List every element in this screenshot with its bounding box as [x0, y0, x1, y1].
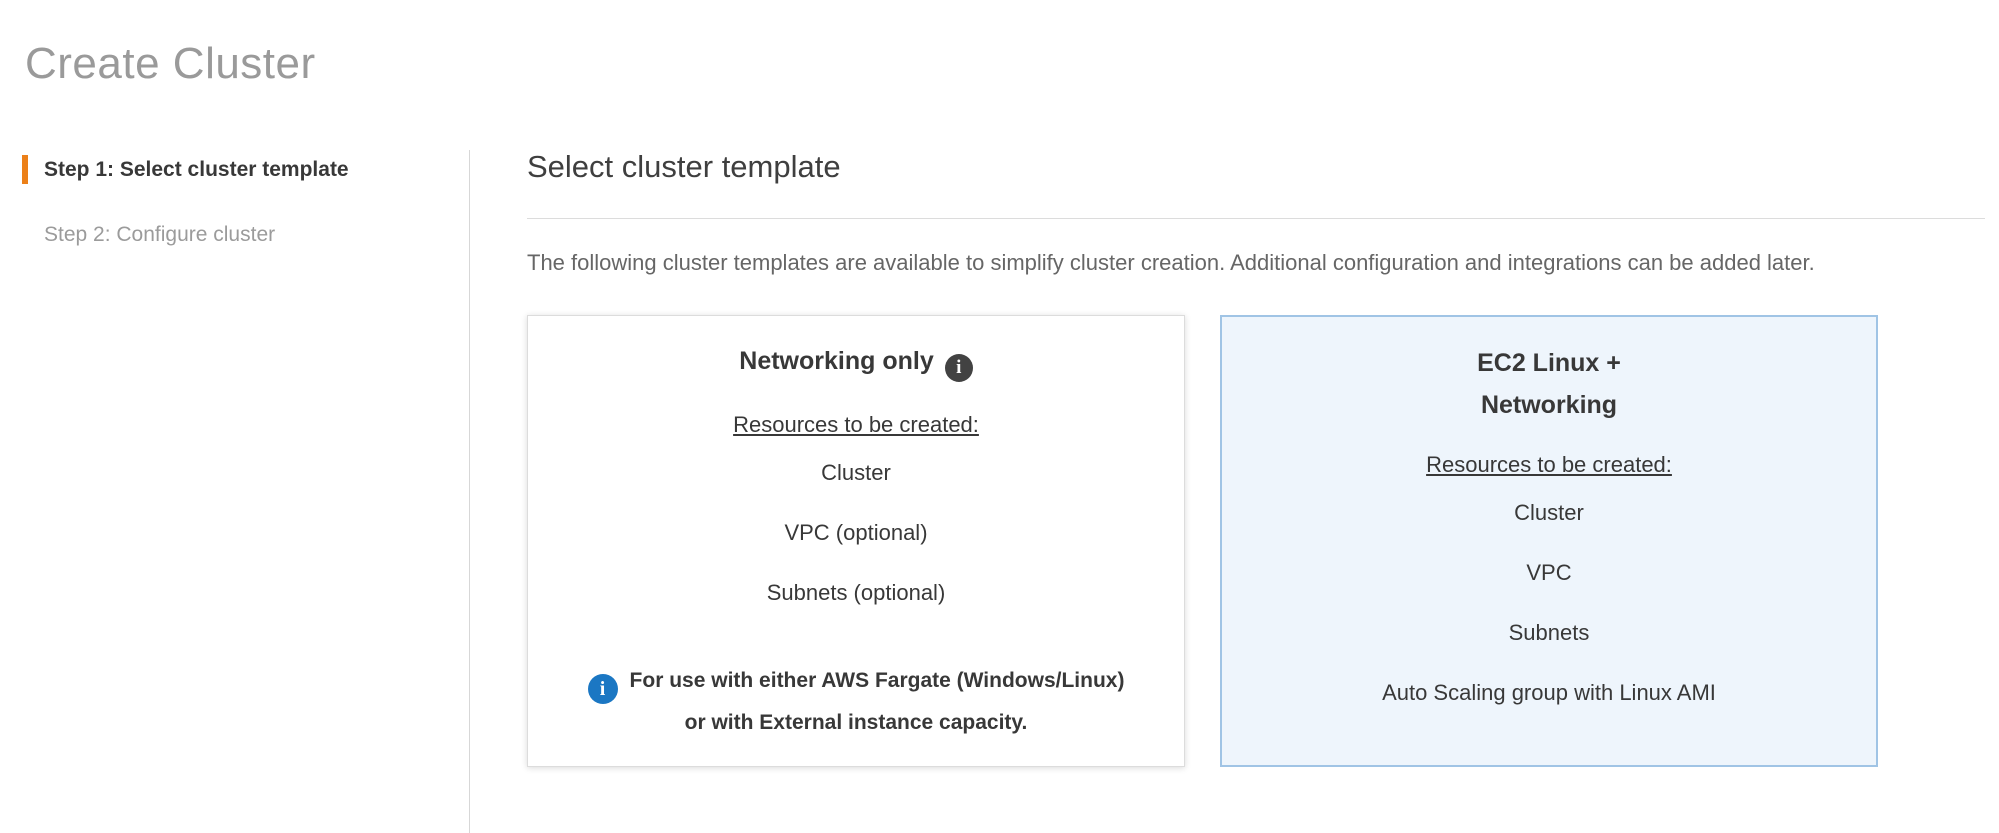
info-icon: i	[587, 674, 618, 704]
resource-item: Cluster	[821, 460, 891, 485]
resource-item: VPC	[1526, 560, 1572, 585]
card-note: i For use with either AWS Fargate (Window…	[558, 662, 1154, 742]
card-title: EC2 Linux + Networking	[1477, 349, 1621, 419]
resource-item: Subnets	[1508, 620, 1590, 645]
page-title: Create Cluster	[25, 39, 316, 88]
info-icon[interactable]: i	[944, 354, 973, 382]
card-title: Networking only	[739, 347, 934, 375]
section-heading: Select cluster template	[527, 148, 1985, 219]
template-cards: Networking only i Resources to be created…	[527, 315, 1985, 767]
template-card-networking-only[interactable]: Networking only i Resources to be created…	[527, 315, 1185, 767]
card-note-text: For use with either AWS Fargate (Windows…	[629, 669, 1125, 734]
resource-item: Cluster	[1514, 500, 1584, 525]
resources-label: Resources to be created:	[733, 412, 979, 437]
step-2-configure-cluster[interactable]: Step 2: Configure cluster	[44, 223, 276, 246]
resources-label: Resources to be created:	[1426, 452, 1672, 477]
resource-item: VPC (optional)	[784, 520, 928, 545]
card-title-row: Networking only i	[558, 346, 1154, 382]
resource-item: Subnets (optional)	[766, 580, 946, 605]
info-icon-glyph: i	[599, 678, 606, 700]
main-content: Select cluster template The following cl…	[527, 148, 1985, 767]
template-card-ec2-linux-networking[interactable]: EC2 Linux + Networking Resources to be c…	[1220, 315, 1878, 767]
resource-item: Auto Scaling group with Linux AMI	[1382, 680, 1716, 705]
info-icon-glyph: i	[956, 357, 962, 378]
steps-nav: Step 1: Select cluster template Step 2: …	[22, 155, 452, 285]
section-description: The following cluster templates are avai…	[527, 250, 1815, 275]
step-1-select-cluster-template[interactable]: Step 1: Select cluster template	[22, 155, 452, 184]
vertical-divider	[469, 150, 470, 833]
